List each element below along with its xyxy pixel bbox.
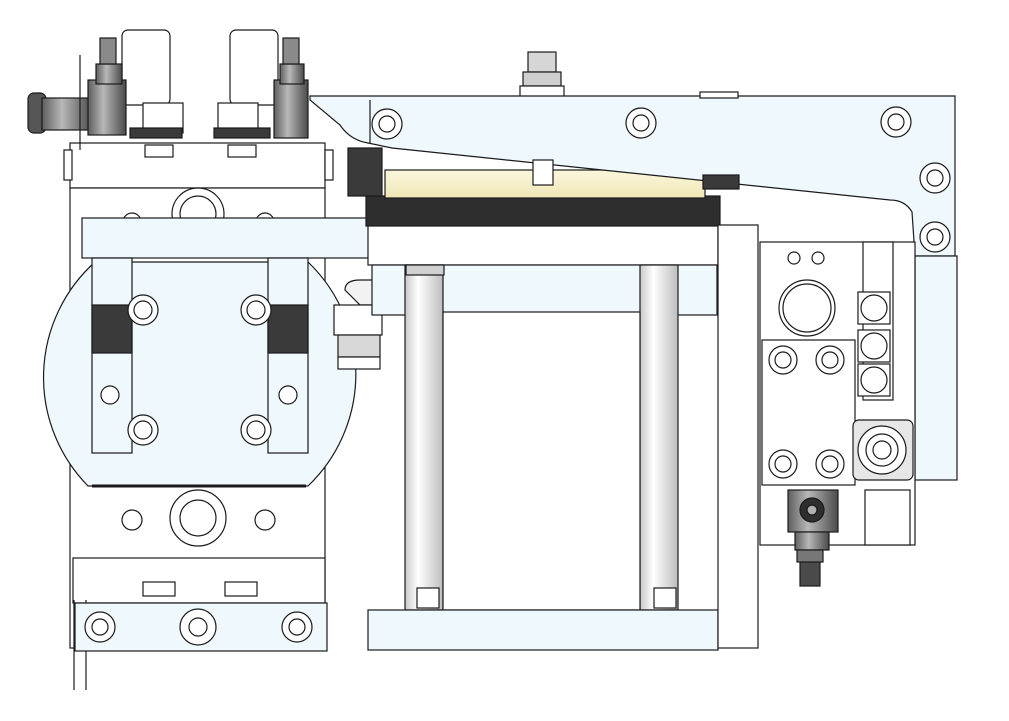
top-manifold xyxy=(69,142,326,189)
right-manifold xyxy=(759,241,916,546)
right-side-plate xyxy=(914,255,958,481)
top-solenoids xyxy=(121,29,279,139)
rotary-cylinder xyxy=(42,261,357,488)
upper-clamp-arm xyxy=(309,91,956,257)
upper-crossbar xyxy=(367,224,719,266)
gripper-fingers xyxy=(91,257,309,454)
lower-crossbar xyxy=(367,609,719,651)
top-center-bolt xyxy=(519,51,565,101)
right-guide-rod xyxy=(639,264,679,611)
rubber-pad xyxy=(365,195,721,227)
left-base-plate xyxy=(74,602,328,652)
left-guide-rod xyxy=(404,264,444,611)
lower-right-fitting xyxy=(787,489,839,587)
clamp-arm-bar xyxy=(81,217,373,259)
left-air-fitting xyxy=(27,37,127,150)
right-air-fitting xyxy=(273,37,309,139)
central-column-frame xyxy=(347,147,759,651)
